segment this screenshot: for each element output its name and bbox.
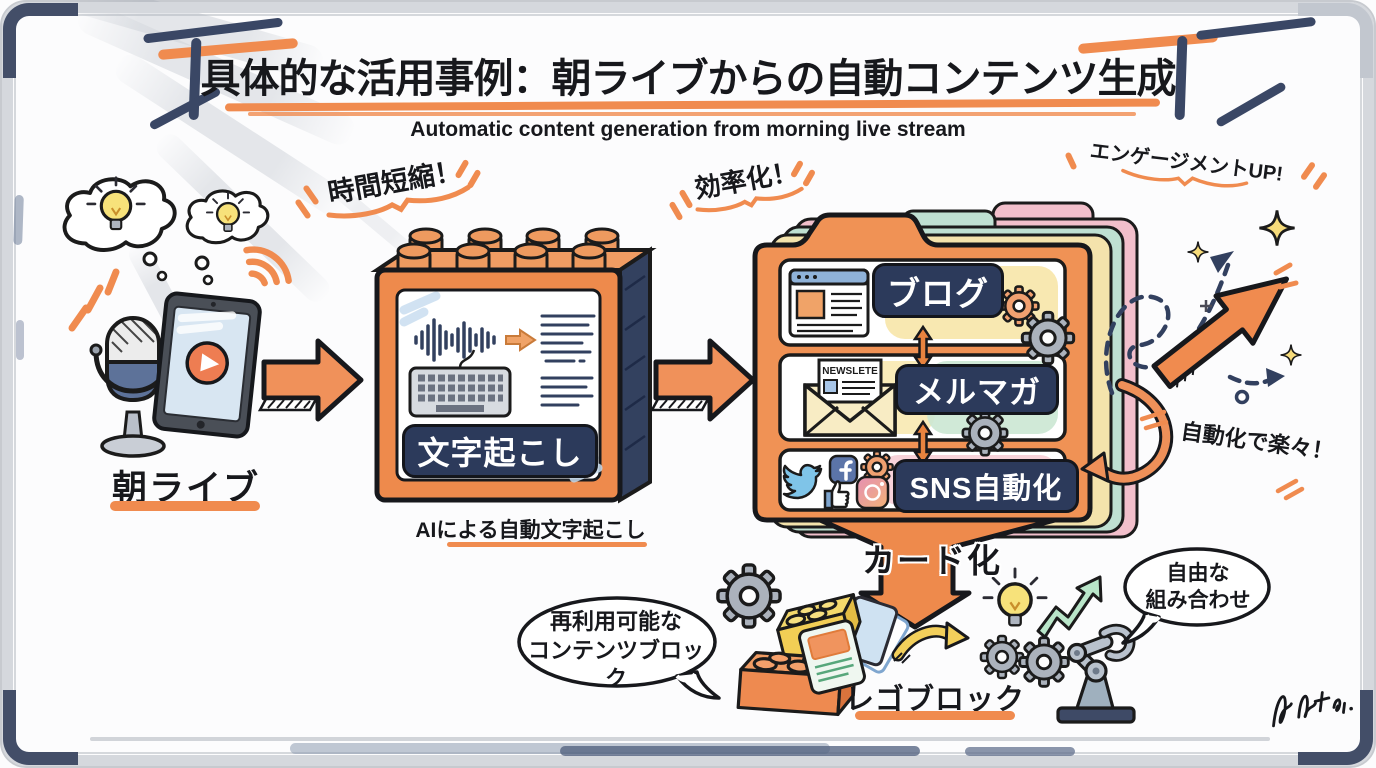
robot-arm-icon xyxy=(1056,623,1136,724)
accent-dash xyxy=(1139,409,1305,501)
frame-smudge xyxy=(13,194,24,246)
title-underline-2 xyxy=(248,112,1136,116)
title-bracket-right xyxy=(1195,16,1317,41)
transcription-pill: 文字起こし xyxy=(402,424,598,478)
gear-icon xyxy=(979,634,1025,680)
reusable-bubble-text: 再利用可能な コンテンツブロック xyxy=(523,608,709,694)
callout-swoosh xyxy=(1121,168,1249,188)
engagement-decorations xyxy=(1080,209,1305,501)
sparkle-icon xyxy=(1279,343,1303,367)
frame-smudge xyxy=(560,746,920,756)
frame-smudge xyxy=(16,320,24,360)
sns-pill: SNS自動化 xyxy=(893,459,1079,513)
efficiency-callout: 効率化！ xyxy=(679,149,816,220)
signature xyxy=(1272,691,1353,728)
transcript-lines xyxy=(540,314,596,407)
transcription-pill-label: 文字起こし xyxy=(417,435,583,471)
thought-bubble-icon xyxy=(62,177,270,286)
title-bracket-right-vertical xyxy=(1174,35,1188,121)
dashed-arrowhead xyxy=(1266,368,1285,387)
instagram-icon xyxy=(855,475,890,510)
lego-blocks-underline xyxy=(855,711,1015,720)
frame-corner xyxy=(1298,3,1373,78)
dashed-arrow-icon xyxy=(1227,374,1275,386)
arrow-down-icon xyxy=(817,517,1058,630)
page-title: 具体的な活用事例：朝ライブからの自動コンテンツ生成 xyxy=(200,57,1177,101)
facebook-icon xyxy=(828,454,859,485)
emphasis-dashes xyxy=(68,268,120,332)
transcription-caption: AIによる自動文字起こし xyxy=(415,519,646,542)
newsletter-pill: メルマガ xyxy=(895,364,1059,415)
waveform-icon xyxy=(414,318,496,362)
morning-live-illustration xyxy=(62,176,292,458)
lego-blocks-illustration xyxy=(716,563,1136,724)
accent-dash xyxy=(668,200,684,222)
thumbs-up-icon xyxy=(823,480,850,510)
morning-live-underline xyxy=(110,501,260,511)
engagement-callout: エンゲージメントUP! xyxy=(1070,132,1301,200)
play-icon xyxy=(185,341,229,385)
browser-icon xyxy=(788,268,870,338)
accent-dash xyxy=(1273,262,1299,290)
twitter-icon xyxy=(782,463,823,500)
keyboard-icon xyxy=(408,349,512,418)
blog-label: ブログ xyxy=(887,274,989,312)
free-combination-bubble-text: 自由な 組み合わせ xyxy=(1132,560,1264,615)
free-line2: 組み合わせ xyxy=(1145,589,1251,613)
tablet-icon xyxy=(152,291,262,439)
speech-bubble xyxy=(1121,547,1271,645)
arrow-right-icon xyxy=(649,338,756,422)
sparkle-icon xyxy=(1258,209,1296,247)
newsletter-text: NEWSLETE xyxy=(822,366,878,377)
accent-dash xyxy=(1311,171,1329,191)
callout-swoosh xyxy=(325,184,471,219)
yellow-arrow-icon xyxy=(891,621,970,664)
title-bracket-right-diagonal xyxy=(1214,81,1288,128)
lego-blocks-label: レゴブロック xyxy=(844,684,1025,716)
accent-dash xyxy=(1299,161,1317,181)
big-arrow-icon xyxy=(1151,276,1289,389)
sns-label: SNS自動化 xyxy=(909,473,1063,505)
loop-arrow-icon xyxy=(1080,378,1174,486)
gear-icon xyxy=(961,409,1009,457)
sparkle-icon xyxy=(1186,240,1210,264)
reusable-line1: 再利用可能な xyxy=(549,609,682,634)
page-subtitle: Automatic content generation from mornin… xyxy=(410,118,966,141)
arrow-right-icon xyxy=(257,338,364,422)
dashed-arrowhead xyxy=(1210,251,1234,273)
cardify-label: カード化 xyxy=(862,542,1002,579)
free-line1: 自由な xyxy=(1166,562,1230,585)
plus-mark xyxy=(1200,300,1212,312)
transcription-brick-illustration xyxy=(370,227,657,504)
frame-corner xyxy=(3,690,78,765)
blog-pill: ブログ xyxy=(872,263,1004,318)
reusable-line2: コンテンツブロック xyxy=(527,637,704,692)
newsletter-icon: NEWSLETE xyxy=(803,358,897,437)
mini-arrow-icon xyxy=(505,328,537,352)
wifi-icon xyxy=(243,246,292,287)
caption-underline xyxy=(447,542,647,547)
speech-bubble xyxy=(517,596,721,700)
gear-icon xyxy=(1020,310,1076,366)
callout-swoosh xyxy=(695,186,804,213)
time-saving-callout: 時間短縮！ xyxy=(305,145,487,228)
dot xyxy=(1234,389,1250,405)
growth-arrow-icon xyxy=(1036,575,1103,639)
content-card-icon xyxy=(798,619,866,695)
frame-corner xyxy=(3,3,78,78)
frame-smudge xyxy=(965,747,1075,756)
newsletter-label: メルマガ xyxy=(913,375,1041,410)
lego-stud-icon xyxy=(396,242,607,273)
frame-smudge xyxy=(90,737,1270,741)
